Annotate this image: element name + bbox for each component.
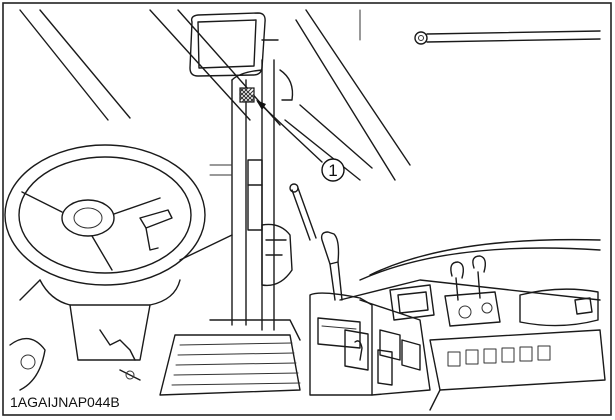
hatched-label-on-pillar <box>239 87 255 103</box>
figure-border <box>2 2 612 416</box>
floor-mat <box>159 319 301 396</box>
callout-circle <box>321 158 345 182</box>
lower-console <box>344 329 393 386</box>
switch-panel <box>429 288 606 411</box>
callout-number: 1 <box>328 161 337 180</box>
right-console <box>309 238 601 396</box>
steering-column <box>9 234 233 391</box>
figure-code: 1AGAIJNAP044B <box>10 394 120 410</box>
callout-arrowhead <box>256 100 266 110</box>
dash-display <box>389 284 435 321</box>
pillar-lever <box>261 183 317 287</box>
grab-handle-bar <box>414 30 601 45</box>
callout-1: 1 <box>256 100 345 182</box>
joystick-levers <box>444 255 501 327</box>
steering-wheel <box>4 144 206 286</box>
